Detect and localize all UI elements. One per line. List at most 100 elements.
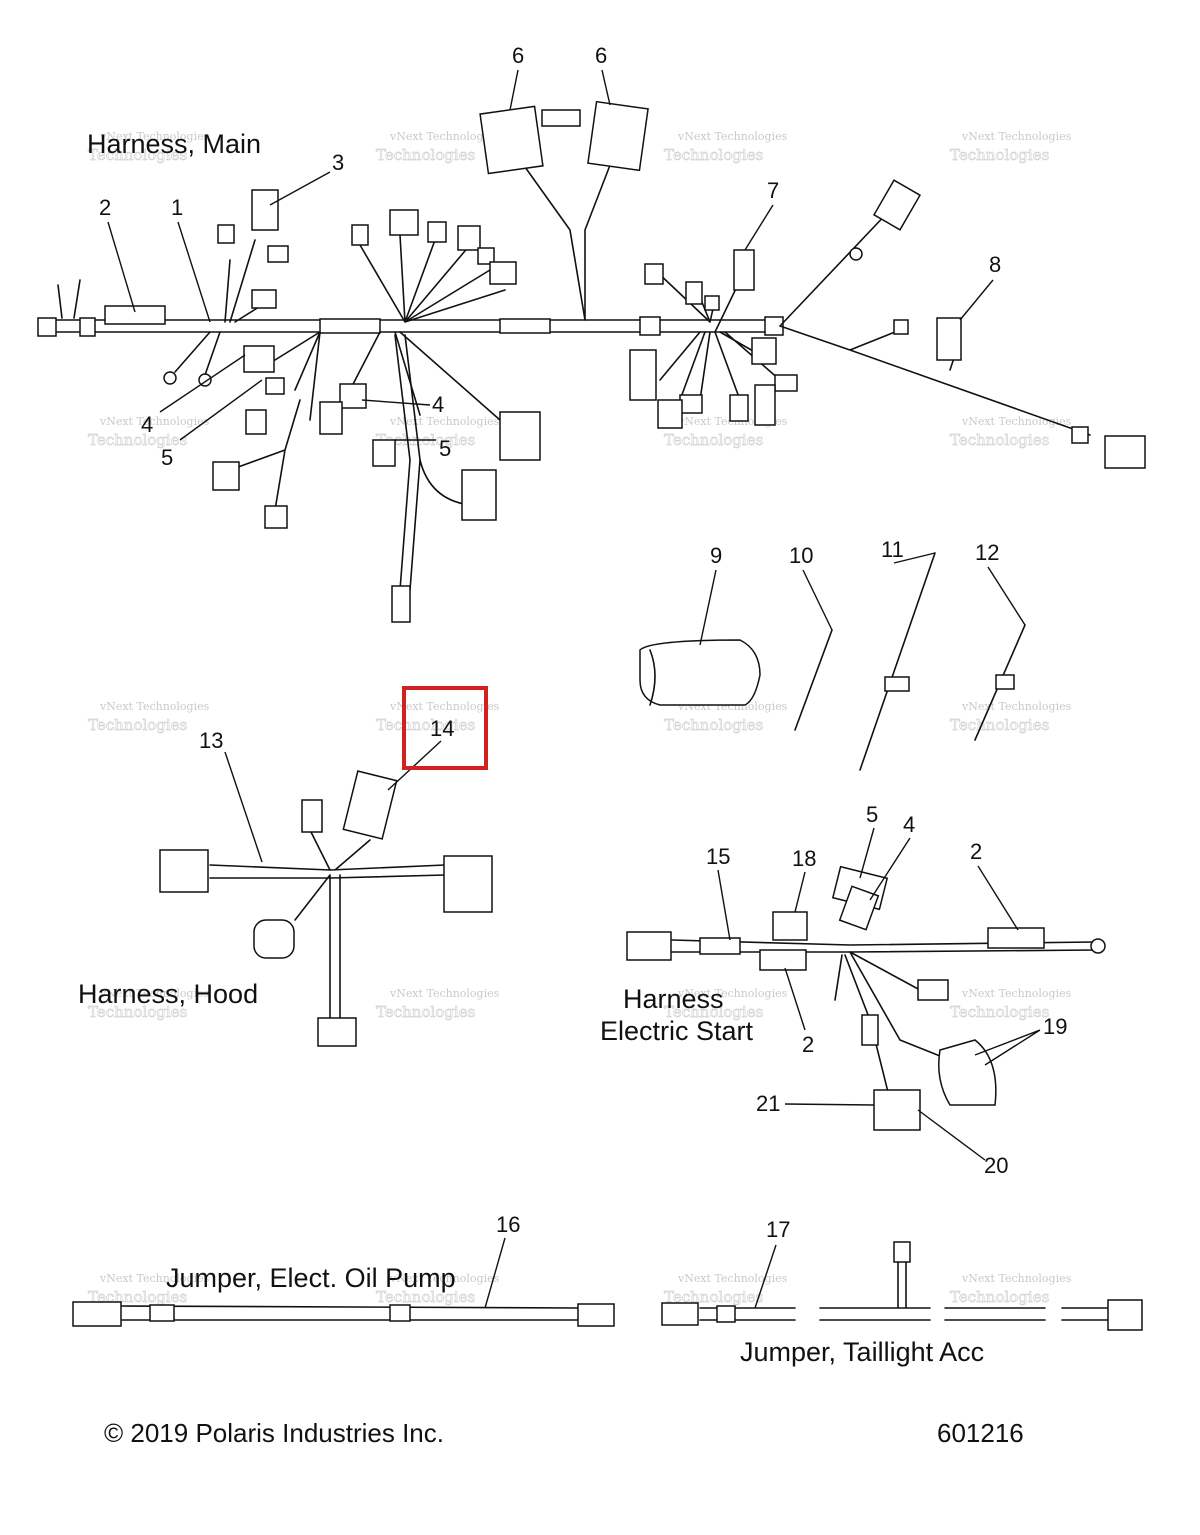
small-connector <box>704 295 720 311</box>
harness-clip <box>639 316 661 336</box>
sensor-connector <box>936 317 962 361</box>
hood-connector-right <box>443 855 493 913</box>
sensor-connector <box>754 384 776 426</box>
jumper-connector <box>577 1303 615 1327</box>
svg-text:Technologies: Technologies <box>376 716 475 734</box>
callout-14[interactable]: 14 <box>430 716 454 741</box>
boot-cover <box>938 1039 997 1106</box>
small-connector <box>245 409 267 435</box>
callout-2[interactable]: 2 <box>970 839 982 864</box>
small-connector <box>774 374 798 392</box>
callout-11[interactable]: 11 <box>881 537 904 562</box>
callout-10[interactable]: 10 <box>789 543 813 568</box>
callout-16[interactable]: 16 <box>496 1212 520 1237</box>
callout-15[interactable]: 15 <box>706 844 730 869</box>
callout-18[interactable]: 18 <box>792 846 816 871</box>
callout-17[interactable]: 17 <box>766 1217 790 1242</box>
callout-4[interactable]: 4 <box>903 812 915 837</box>
small-connector <box>893 319 909 335</box>
push-mount-tie <box>859 552 936 771</box>
jumper-connector <box>1107 1299 1143 1331</box>
small-connector <box>917 979 949 1001</box>
leader-lines <box>107 69 1041 1309</box>
svg-text:vNext Technologies: vNext Technologies <box>961 1272 1072 1285</box>
hood-connector-left <box>159 849 209 893</box>
fuse-holder-connector <box>987 927 1045 949</box>
callout-1[interactable]: 1 <box>171 195 183 220</box>
svg-text:Technologies: Technologies <box>950 1003 1049 1021</box>
callout-4[interactable]: 4 <box>432 392 444 417</box>
svg-text:vNext Technologies: vNext Technologies <box>99 700 210 713</box>
svg-text:Technologies: Technologies <box>376 1003 475 1021</box>
relay-module <box>479 105 544 175</box>
sensor-connector <box>751 337 777 365</box>
svg-text:vNext Technologies: vNext Technologies <box>389 130 500 143</box>
callout-8[interactable]: 8 <box>989 252 1001 277</box>
svg-text:Technologies: Technologies <box>376 1288 475 1306</box>
callout-6[interactable]: 6 <box>512 43 524 68</box>
svg-text:Technologies: Technologies <box>664 146 763 164</box>
callout-7[interactable]: 7 <box>767 178 779 203</box>
svg-text:vNext Technologies: vNext Technologies <box>677 130 788 143</box>
svg-text:Technologies: Technologies <box>664 431 763 449</box>
large-connector <box>461 469 497 521</box>
callout-4[interactable]: 4 <box>141 412 153 437</box>
large-connector <box>499 411 541 461</box>
callout-12[interactable]: 12 <box>975 540 999 565</box>
callout-5[interactable]: 5 <box>866 802 878 827</box>
svg-text:Technologies: Technologies <box>376 146 475 164</box>
callout-2[interactable]: 2 <box>99 195 111 220</box>
oil-pump-jumper-drawing <box>72 1301 615 1327</box>
svg-text:vNext Technologies: vNext Technologies <box>99 1272 210 1285</box>
callout-20[interactable]: 20 <box>984 1153 1008 1178</box>
small-connector <box>264 505 288 529</box>
small-connector <box>217 224 235 244</box>
callouts: 2 1 3 6 6 7 8 4 5 4 5 9 10 11 12 13 14 1… <box>99 43 1067 1242</box>
jumper-connector <box>72 1301 122 1327</box>
connector-item-14 <box>342 770 398 840</box>
svg-text:vNext Technologies: vNext Technologies <box>961 130 1072 143</box>
sensor-connector <box>212 461 240 491</box>
sensor-connector <box>838 885 880 931</box>
callout-5[interactable]: 5 <box>439 436 451 461</box>
wire-coil <box>861 1014 879 1046</box>
callout-9[interactable]: 9 <box>710 543 722 568</box>
diagram-number: 601216 <box>937 1418 1024 1448</box>
svg-text:vNext Technologies: vNext Technologies <box>961 700 1072 713</box>
svg-text:Technologies: Technologies <box>950 431 1049 449</box>
small-connector <box>427 221 447 243</box>
small-connector <box>685 281 703 305</box>
callout-13[interactable]: 13 <box>199 728 223 753</box>
callout-3[interactable]: 3 <box>332 150 344 175</box>
callout-5[interactable]: 5 <box>161 445 173 470</box>
ring-terminal <box>163 371 177 385</box>
title-harness-electric-start-line2: Electric Start <box>600 1016 754 1046</box>
svg-text:Technologies: Technologies <box>88 431 187 449</box>
svg-text:vNext Technologies: vNext Technologies <box>677 1272 788 1285</box>
relay-connector <box>772 911 808 941</box>
small-connector <box>267 245 289 263</box>
wire-clip <box>1071 426 1089 444</box>
hood-harness-drawing <box>159 770 493 1047</box>
end-connector <box>1104 435 1146 469</box>
ring-terminal <box>1090 938 1106 954</box>
callout-2[interactable]: 2 <box>802 1032 814 1057</box>
svg-text:vNext Technologies: vNext Technologies <box>99 415 210 428</box>
svg-text:vNext Technologies: vNext Technologies <box>99 130 210 143</box>
callout-21[interactable]: 21 <box>756 1091 780 1116</box>
connector-cluster <box>629 349 657 401</box>
end-connector <box>37 317 57 337</box>
callout-6[interactable]: 6 <box>595 43 607 68</box>
small-connector <box>893 1241 911 1263</box>
sensor-connector <box>733 249 755 291</box>
callout-19[interactable]: 19 <box>1043 1014 1067 1039</box>
small-connector <box>644 263 664 285</box>
